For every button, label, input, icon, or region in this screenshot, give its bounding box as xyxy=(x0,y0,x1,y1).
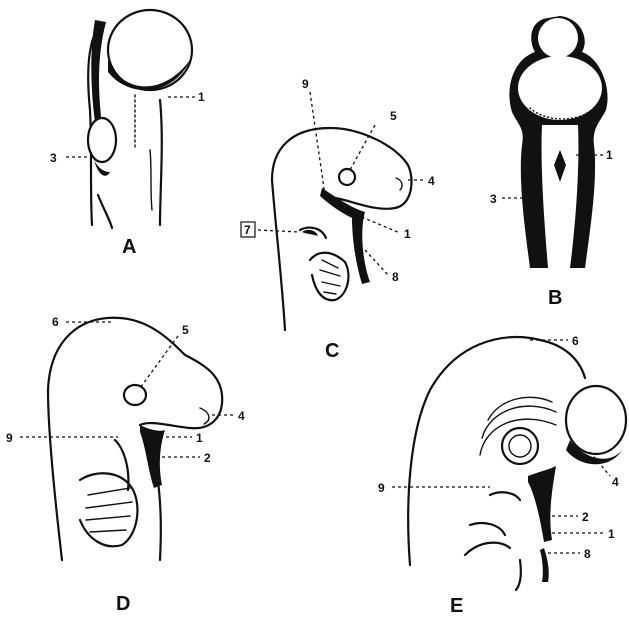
panel-d-label-1: 1 xyxy=(196,431,203,445)
panel-c-label-4: 4 xyxy=(428,174,435,188)
panel-c-label-5: 5 xyxy=(390,109,397,123)
panel-e-label-6: 6 xyxy=(572,334,579,348)
panel-c-label-7: 7 xyxy=(244,223,251,237)
panel-c-letter: C xyxy=(325,340,339,362)
panel-b: 1 3 B xyxy=(490,16,613,309)
panel-b-label-3: 3 xyxy=(490,192,497,206)
panel-d-label-9: 9 xyxy=(6,431,13,445)
panel-a-label-3: 3 xyxy=(50,151,57,165)
panel-b-letter: B xyxy=(548,287,562,309)
panel-e-label-2: 2 xyxy=(582,510,589,524)
panel-c-label-1: 1 xyxy=(404,227,411,241)
panel-c-label-8: 8 xyxy=(392,270,399,284)
panel-e-label-1: 1 xyxy=(608,527,615,541)
panel-d-label-4: 4 xyxy=(238,409,245,423)
panel-c-label-9: 9 xyxy=(302,77,309,91)
panel-e-label-4: 4 xyxy=(612,475,619,489)
panel-e-snout xyxy=(566,386,626,454)
panel-e-letter: E xyxy=(450,595,463,617)
panel-e-label-9: 9 xyxy=(378,481,385,495)
panel-d-letter: D xyxy=(116,593,130,615)
panel-e-label-8: 8 xyxy=(584,547,591,561)
panel-b-label-1: 1 xyxy=(606,148,613,162)
panel-a: 1 3 A xyxy=(50,10,205,258)
panel-a-label-1: 1 xyxy=(198,90,205,104)
panel-d-label-2: 2 xyxy=(204,451,211,465)
panel-d: 6 5 4 9 1 2 D xyxy=(6,315,245,615)
panel-c: 9 5 4 1 8 7 C xyxy=(241,77,435,362)
panel-e: 6 4 9 2 1 8 E xyxy=(378,334,626,617)
panel-a-letter: A xyxy=(122,236,136,258)
panel-d-label-6: 6 xyxy=(52,315,59,329)
panel-d-label-5: 5 xyxy=(182,323,189,337)
